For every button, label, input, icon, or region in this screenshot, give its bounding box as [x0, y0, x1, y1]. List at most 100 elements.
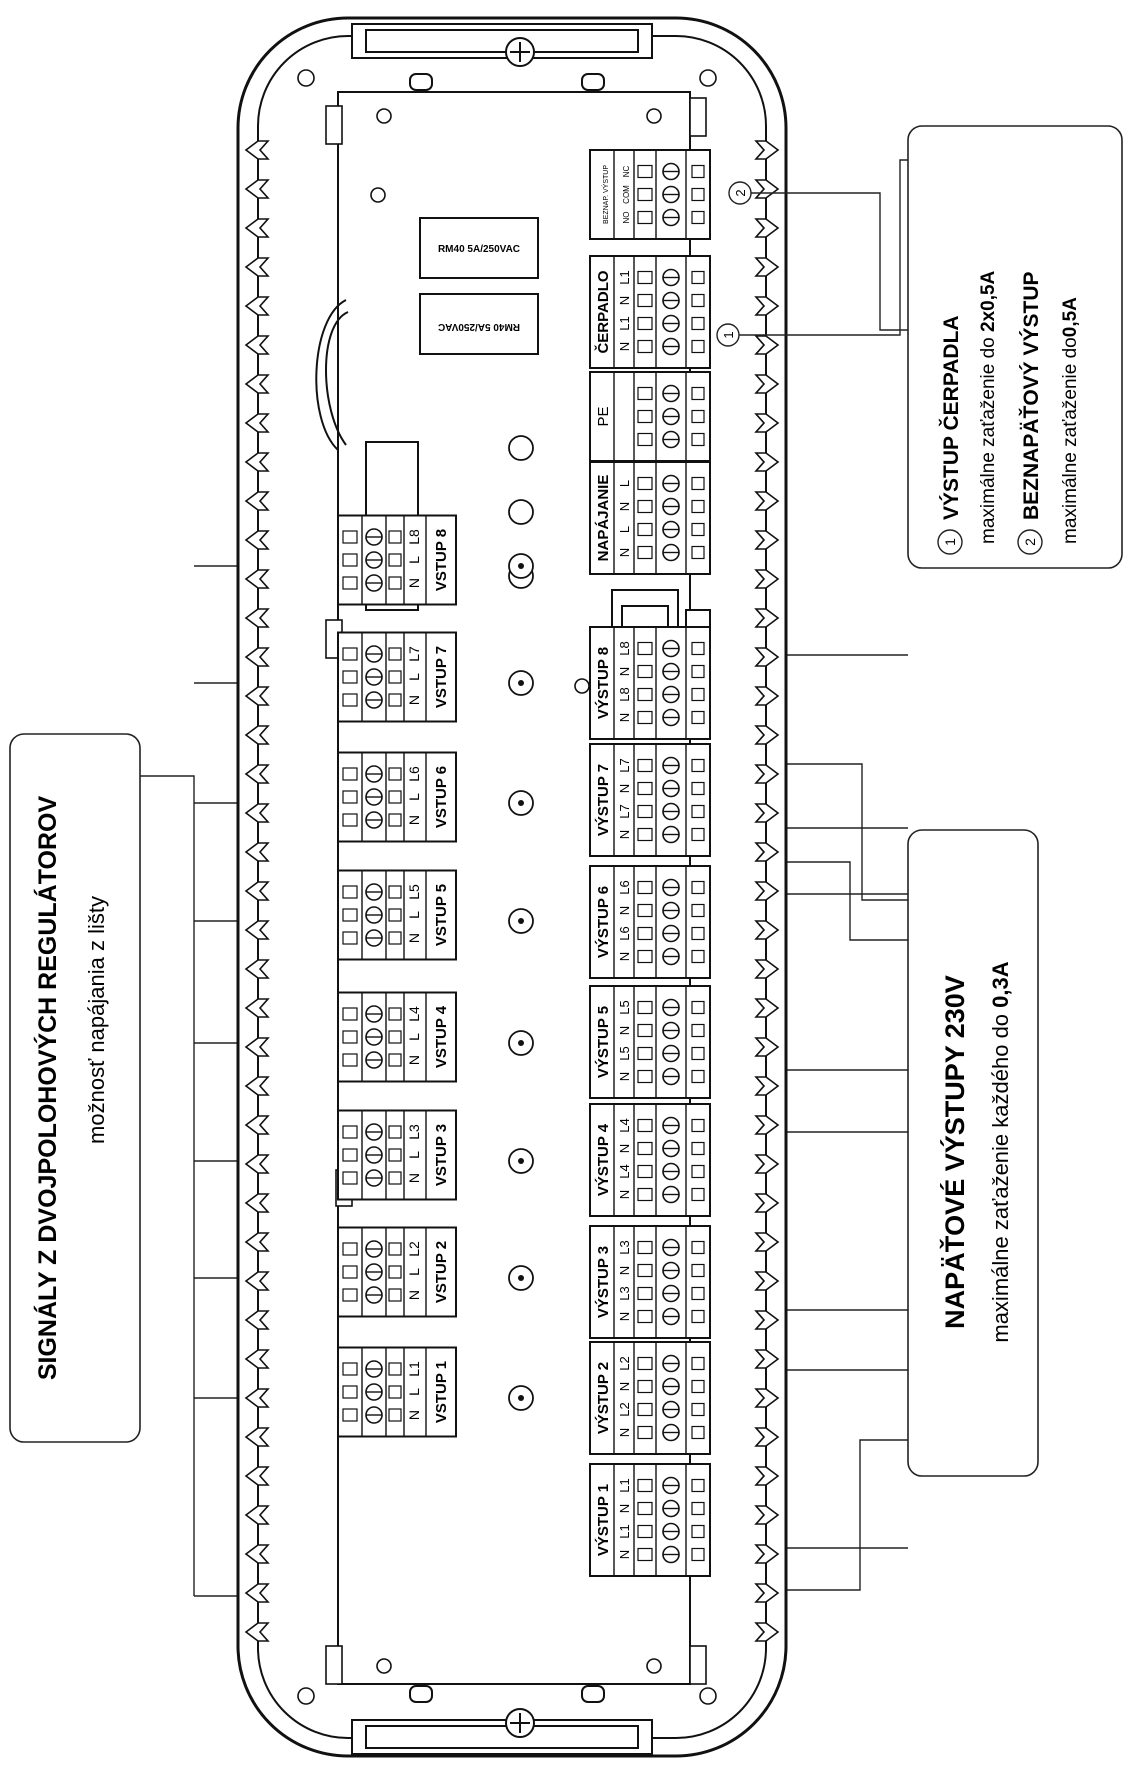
terminal-slot	[388, 931, 402, 945]
left-callout-subtitle: možnosť napájania z lišty	[84, 896, 109, 1144]
cable-bend	[325, 311, 349, 446]
terminal-slot	[691, 903, 705, 918]
terminal-slot	[388, 576, 402, 590]
terminal-slot	[637, 522, 653, 537]
pe-block-label: PE	[595, 406, 612, 426]
terminal-slot	[342, 1408, 358, 1422]
pin-label: L	[406, 673, 422, 681]
terminal-slot	[388, 790, 402, 804]
terminal-slot	[342, 1362, 358, 1376]
pin-label: L	[406, 1388, 422, 1396]
side-clip	[244, 725, 270, 745]
terminal-slot	[342, 1125, 358, 1139]
terminal-slot	[691, 522, 705, 537]
pin-label: L6	[617, 926, 632, 940]
side-clip	[754, 920, 780, 940]
terminal-slot	[342, 693, 358, 707]
side-clip	[754, 803, 780, 823]
side-clip	[754, 1154, 780, 1174]
terminal-slot	[691, 1478, 705, 1493]
side-clip	[754, 1037, 780, 1057]
terminal-slot	[637, 758, 653, 773]
terminal-slot	[691, 293, 705, 308]
terminal-slot	[637, 710, 653, 725]
terminal-slot	[388, 1007, 402, 1021]
pin-label: L3	[617, 1286, 632, 1300]
terminal-slot	[637, 1069, 653, 1084]
right-bottom-subtitle: maximálne zaťaženie každého do 0,3A	[988, 961, 1013, 1342]
side-clip	[244, 1583, 270, 1603]
pin-label: L	[406, 1268, 422, 1276]
terminal-slot	[637, 1501, 653, 1516]
terminal-slot	[637, 386, 653, 401]
side-clip	[754, 1466, 780, 1486]
output-6-label: VÝSTUP 6	[594, 886, 612, 958]
latches	[325, 97, 707, 1685]
side-clip	[244, 803, 270, 823]
pin-label: N	[617, 1428, 632, 1437]
pin-label: N	[406, 1055, 422, 1065]
item2-subtitle: maximálne zaťaženie do0,5A	[1060, 297, 1081, 544]
relay-2-label: RM40 5A/250VAC	[438, 321, 520, 332]
terminal-slot	[637, 432, 653, 447]
terminal-slot	[691, 1547, 705, 1562]
input-6-label: VSTUP 6	[433, 766, 450, 828]
terminal-slot	[691, 409, 705, 424]
side-clip	[244, 1115, 270, 1135]
terminal-slot	[691, 1524, 705, 1539]
side-clip	[754, 569, 780, 589]
pin-label: N	[617, 342, 632, 351]
terminal-slot	[388, 1408, 402, 1422]
side-clip	[244, 569, 270, 589]
terminal-slot	[637, 664, 653, 679]
terminal-slot	[388, 767, 402, 781]
terminal-slot	[691, 1240, 705, 1255]
output-2-label: VÝSTUP 2	[594, 1362, 612, 1434]
terminal-slot	[342, 553, 358, 567]
pin-label: N	[617, 1504, 632, 1513]
terminal-slot	[342, 790, 358, 804]
terminal-slot	[637, 293, 653, 308]
side-clip	[244, 1037, 270, 1057]
input-3-label: VSTUP 3	[433, 1124, 450, 1186]
svg-text:2: 2	[733, 189, 748, 196]
terminal-slot	[342, 908, 358, 922]
terminal-slot	[637, 1402, 653, 1417]
pin-label: NO	[622, 212, 631, 224]
terminal-slot	[637, 926, 653, 941]
marker-2	[1017, 529, 1043, 555]
side-clip	[244, 1622, 270, 1642]
terminal-slot	[637, 270, 653, 285]
input-8-label: VSTUP 8	[433, 529, 450, 591]
terminal-slot	[637, 1164, 653, 1179]
pin-label: L	[617, 480, 632, 487]
leader-marker-1: 1	[716, 323, 740, 347]
mounting-tab-top	[351, 23, 653, 91]
terminal-slot	[637, 1478, 653, 1493]
terminal-slot	[691, 476, 705, 491]
pin-label: L3	[617, 1240, 632, 1254]
terminal-slot	[637, 187, 653, 202]
terminal-slot	[342, 1171, 358, 1185]
terminal-slot	[691, 1309, 705, 1324]
pin-label: L8	[406, 529, 422, 545]
left-callout-title: SIGNÁLY Z DVOJPOLOHOVÝCH REGULÁTOROV	[32, 796, 62, 1381]
terminal-slot	[691, 1263, 705, 1278]
pin-label: L5	[617, 1046, 632, 1060]
side-clip	[754, 374, 780, 394]
terminal-slot	[691, 949, 705, 964]
terminal-slot	[637, 949, 653, 964]
status-leds	[508, 553, 534, 1411]
side-clip	[244, 257, 270, 277]
terminal-slot	[691, 1379, 705, 1394]
pin-label: L1	[406, 1361, 422, 1377]
terminal-slot	[691, 1356, 705, 1371]
